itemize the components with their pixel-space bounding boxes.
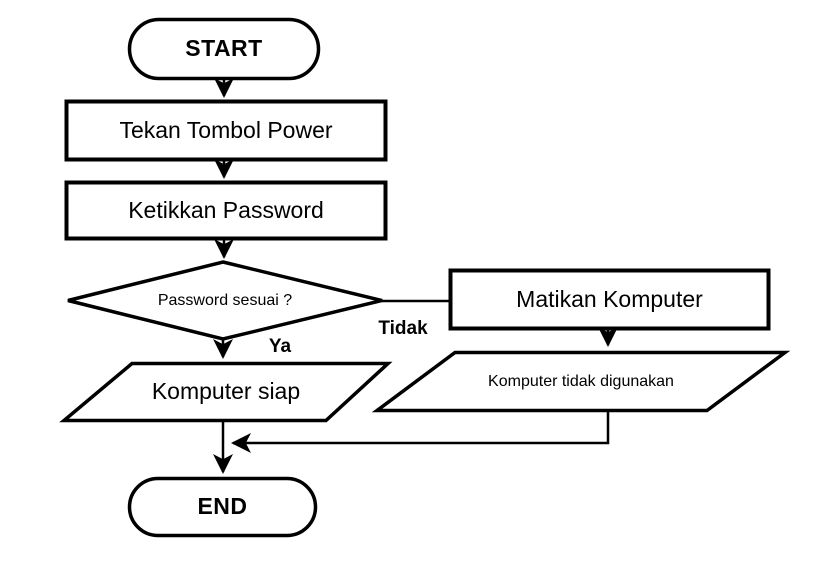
tekan-tombol-power-shape	[64, 99, 388, 162]
password-sesuai-decision-shape	[67, 260, 383, 341]
edge-label-ya: Ya	[268, 335, 292, 357]
komputer-siap-io-shape	[59, 361, 393, 423]
start-label: START	[185, 35, 263, 62]
ketikkan-password-shape	[64, 180, 388, 241]
ketikkan-password-label: Ketikkan Password	[128, 196, 324, 223]
arrow-io-right-merge	[231, 412, 610, 453]
tekan-tombol-power-label: Tekan Tombol Power	[119, 116, 333, 143]
matikan-komputer-shape	[448, 268, 771, 331]
end-label: END	[197, 493, 248, 520]
komputer-tidak-digunakan-io-shape	[371, 350, 791, 413]
end-terminator-shape	[127, 476, 318, 538]
edge-label-tidak: Tidak	[378, 317, 428, 339]
komputer-siap-label: Komputer siap	[151, 378, 301, 405]
start-terminator-shape	[127, 17, 321, 81]
matikan-komputer-label: Matikan Komputer	[516, 285, 703, 312]
password-sesuai-label: Password sesuai ?	[157, 291, 293, 309]
komputer-tidak-digunakan-label: Komputer tidak digunakan	[488, 372, 674, 390]
